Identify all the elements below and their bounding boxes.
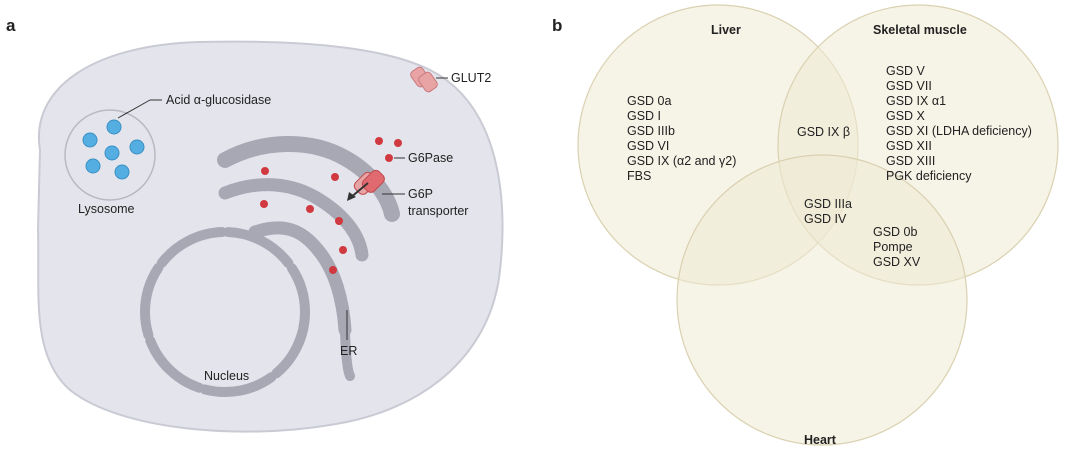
list-item: GSD IIIa <box>804 197 852 211</box>
muscle-only-list: GSD V GSD VII GSD IX α1 GSD X GSD XI (LD… <box>886 64 1032 183</box>
list-item: GSD 0b <box>873 225 918 239</box>
endoplasmic-reticulum <box>217 136 400 381</box>
list-item: GSD XI (LDHA deficiency) <box>886 124 1032 138</box>
glut2-transporter <box>410 66 438 93</box>
list-item: Pompe <box>873 240 913 254</box>
venn-diagram: Liver Skeletal muscle Heart GSD 0a GSD I… <box>577 4 1059 447</box>
panel-a-letter: a <box>6 16 16 35</box>
cell-diagram: GLUT2 Acid α-glucosidase Lysosome Nucleu… <box>36 40 504 433</box>
cell-membrane <box>36 40 504 433</box>
glut2-label: GLUT2 <box>451 71 491 85</box>
transport-arrow <box>347 182 369 201</box>
liver-muscle-item: GSD IX β <box>797 125 850 139</box>
nucleus-label: Nucleus <box>204 369 249 383</box>
skeletal-muscle-title: Skeletal muscle <box>873 23 967 37</box>
acid-glucosidase-granules <box>82 119 145 180</box>
er-label: ER <box>340 344 357 358</box>
list-item: GSD IV <box>804 212 847 226</box>
heart-title: Heart <box>804 433 837 447</box>
list-item: GSD X <box>886 109 926 123</box>
g6pase-label: G6Pase <box>408 151 453 165</box>
heart-circle <box>676 154 968 446</box>
g6p-transporter-label-line1: G6P <box>408 187 433 201</box>
panel-b-letter: b <box>552 16 563 35</box>
list-item: GSD 0a <box>627 94 672 108</box>
list-item: GSD XII <box>886 139 932 153</box>
g6p-vesicles <box>260 137 402 274</box>
list-item: GSD XIII <box>886 154 935 168</box>
list-item: GSD IX (α2 and γ2) <box>627 154 736 168</box>
liver-title: Liver <box>711 23 741 37</box>
muscle-heart-list: GSD 0b Pompe GSD XV <box>873 225 921 269</box>
list-item: FBS <box>627 169 651 183</box>
list-item: GSD IX α1 <box>886 94 946 108</box>
list-item: GSD V <box>886 64 926 78</box>
lysosome-label: Lysosome <box>78 202 135 216</box>
list-item: GSD VII <box>886 79 932 93</box>
liver-only-list: GSD 0a GSD I GSD IIIb GSD VI GSD IX (α2 … <box>627 94 736 183</box>
acid-glucosidase-label: Acid α-glucosidase <box>166 93 271 107</box>
acid-glucosidase-pointer <box>117 99 151 119</box>
all-three-list: GSD IIIa GSD IV <box>804 197 852 226</box>
list-item: GSD IIIb <box>627 124 675 138</box>
nucleus <box>140 227 310 397</box>
list-item: GSD I <box>627 109 661 123</box>
g6p-transporter-label-line2: transporter <box>408 204 468 218</box>
list-item: PGK deficiency <box>886 169 972 183</box>
list-item: GSD VI <box>627 139 669 153</box>
list-item: GSD XV <box>873 255 921 269</box>
